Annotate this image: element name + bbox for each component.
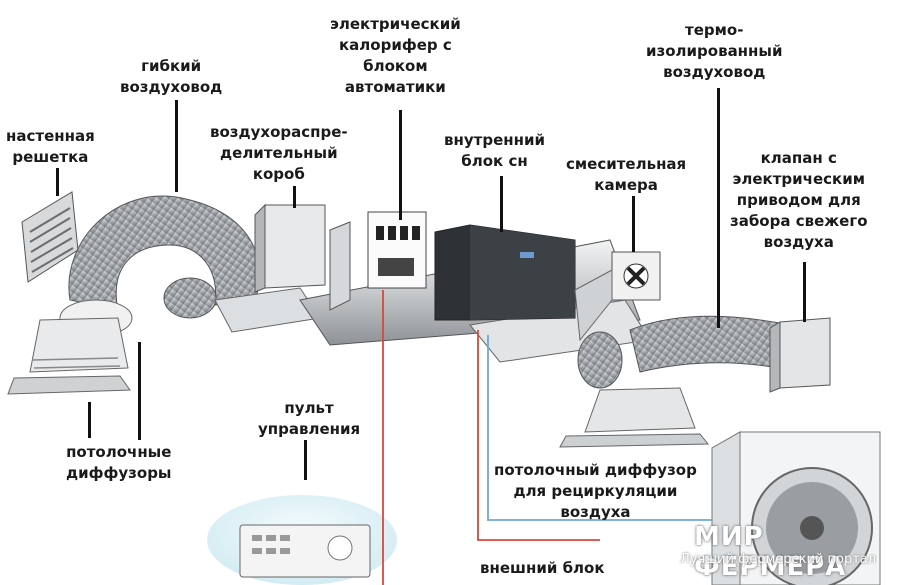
label-line: воздуха <box>763 233 834 251</box>
leader-insulated-duct <box>717 88 720 328</box>
distribution-box-shape <box>214 203 326 333</box>
label-line: приводом для <box>736 191 861 209</box>
outdoor-unit-shape <box>711 431 881 585</box>
label-recirc-diffuser: потолочный диффузор для рециркуляции воз… <box>494 460 697 523</box>
electric-heater-shape <box>367 211 427 289</box>
label-line: автоматики <box>344 78 446 96</box>
label-mixing-chamber: смесительная камера <box>566 154 686 196</box>
label-line: воздухораспре- <box>210 123 348 141</box>
label-line: блок сн <box>461 152 528 170</box>
label-flex-duct: гибкий воздуховод <box>120 56 222 98</box>
leader-ceiling-diffusers-1 <box>88 402 91 438</box>
label-line: калорифер с <box>339 36 452 54</box>
label-insulated-duct: термо- изолированный воздуховод <box>646 20 783 83</box>
label-line: решетка <box>12 148 89 166</box>
wall-grille-shape <box>21 191 79 283</box>
label-line: изолированный <box>646 42 783 60</box>
label-line: делительный <box>220 144 338 162</box>
label-wall-grille: настенная решетка <box>6 126 95 168</box>
label-outdoor-unit: внешний блок <box>480 558 605 579</box>
label-line: для рециркуляции <box>513 482 678 500</box>
label-line: внешний блок <box>480 559 605 577</box>
label-line: блоком <box>363 57 428 75</box>
leader-distribution-box <box>293 186 296 208</box>
wires <box>382 290 712 585</box>
watermark-title: МИР ФЕРМЕРА <box>694 522 847 582</box>
label-line: камера <box>594 176 658 194</box>
mixing-chamber-shape <box>574 251 661 342</box>
label-line: управления <box>258 420 361 438</box>
insulated-duct-shape <box>577 315 791 389</box>
leader-ceiling-diffusers-2 <box>138 342 141 440</box>
label-line: электрическим <box>732 170 866 188</box>
label-line: диффузоры <box>66 464 172 482</box>
label-line: воздуха <box>560 503 631 521</box>
leader-fresh-air-valve <box>803 262 806 322</box>
fresh-air-valve-shape <box>769 317 831 393</box>
label-line: воздуховод <box>120 78 223 96</box>
flex-duct-shape <box>59 195 261 337</box>
leader-wall-grille <box>56 168 59 196</box>
leader-flex-duct <box>175 100 178 192</box>
leader-control-panel <box>304 440 307 480</box>
left-diffuser-shape <box>7 317 131 395</box>
label-line: электрический <box>330 15 461 33</box>
leader-mixing-chamber <box>632 196 635 252</box>
label-line: короб <box>252 165 305 183</box>
label-line: воздуховод <box>663 63 766 81</box>
label-line: забора свежего <box>730 212 868 230</box>
label-ceiling-diffusers: потолочные диффузоры <box>66 442 172 484</box>
label-electric-heater: электрический калорифер с блоком автомат… <box>330 14 461 98</box>
leader-electric-heater <box>399 110 402 220</box>
label-line: термо- <box>685 21 744 39</box>
indoor-unit-shape <box>434 224 576 321</box>
label-line: пульт <box>284 399 334 417</box>
label-fresh-air-valve: клапан с электрическим приводом для забо… <box>730 148 868 253</box>
label-line: смесительная <box>566 155 687 173</box>
label-line: гибкий <box>141 57 202 75</box>
recirc-diffuser-shape <box>559 387 710 448</box>
leader-indoor-unit <box>500 176 503 232</box>
control-panel-shape <box>207 495 397 585</box>
label-line: настенная <box>6 127 95 145</box>
label-line: внутренний <box>444 131 545 149</box>
label-line: клапан с <box>760 149 837 167</box>
label-indoor-unit: внутренний блок сн <box>444 130 545 172</box>
label-distribution-box: воздухораспре- делительный короб <box>210 122 348 185</box>
label-line: потолочные <box>66 443 172 461</box>
label-control-panel: пульт управления <box>258 398 360 440</box>
watermark-subtitle: Лучший фермерский портал <box>680 552 877 567</box>
label-line: потолочный диффузор <box>494 461 697 479</box>
